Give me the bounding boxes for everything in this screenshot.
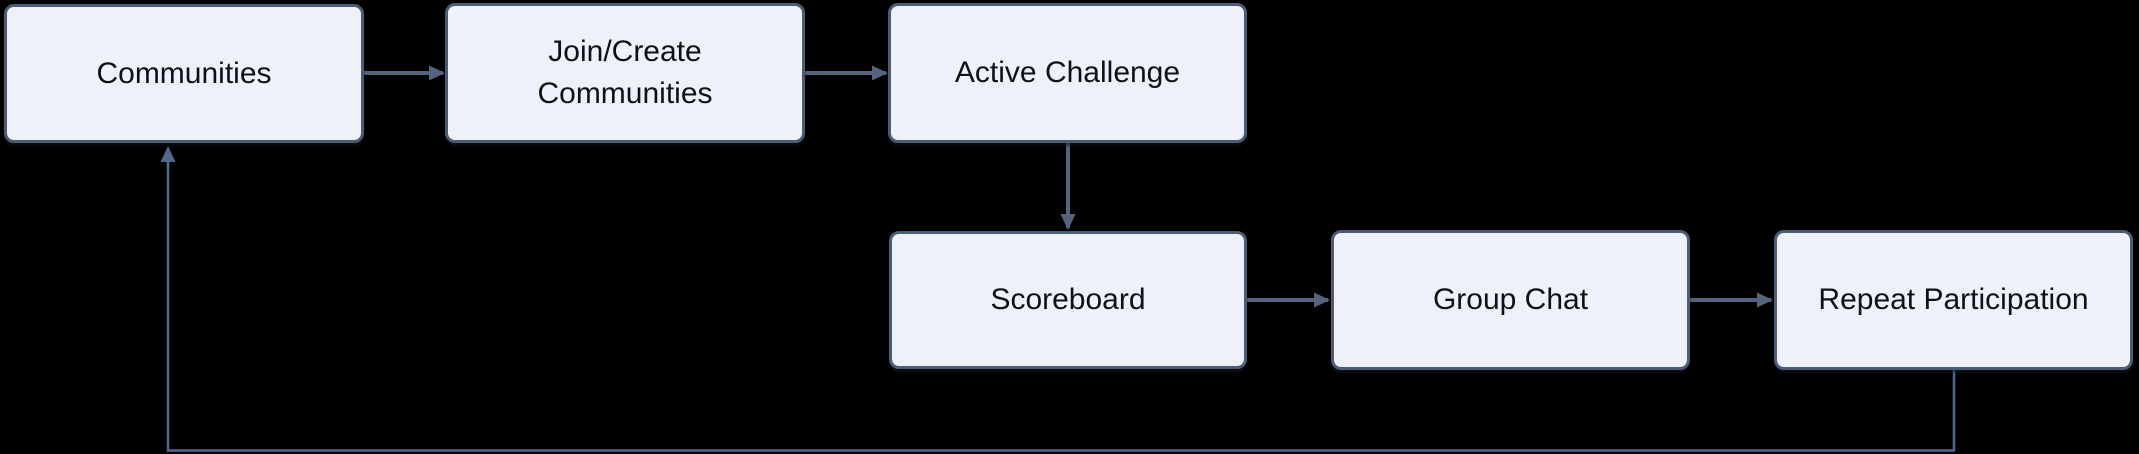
node-active-challenge: Active Challenge [888, 3, 1247, 143]
node-repeat-participation: Repeat Participation [1774, 230, 2133, 370]
node-group-chat: Group Chat [1331, 230, 1690, 370]
node-scoreboard: Scoreboard [889, 231, 1247, 369]
node-communities: Communities [4, 4, 364, 143]
node-join-create-communities: Join/Create Communities [445, 3, 805, 143]
